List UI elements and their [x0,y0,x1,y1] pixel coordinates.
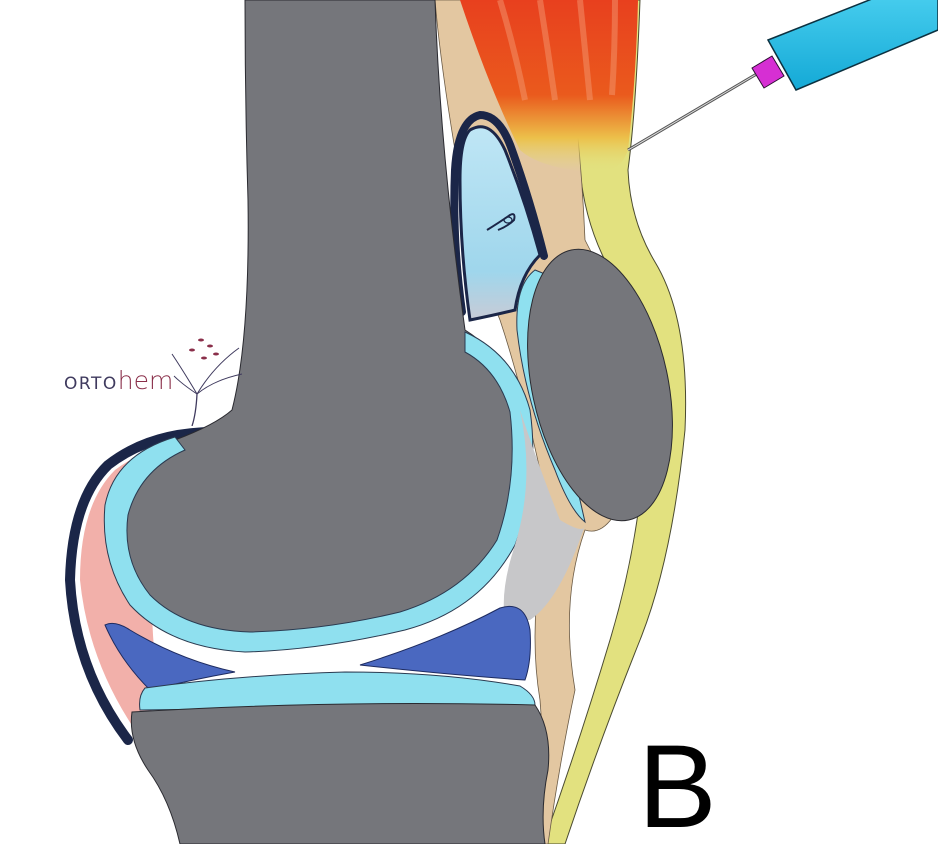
femoral-cartilage [103,331,534,653]
muscle-fibers [497,0,618,101]
logo-suffix: hem [117,366,174,395]
syringe-icon [627,0,938,152]
suprapatellar-pouch [458,125,542,322]
tibia-bone [130,703,550,844]
posterior-meniscus [104,622,236,691]
needle-tip-eye [503,216,513,224]
patellofemoral-space [503,410,585,620]
tibial-cartilage [139,671,536,711]
ortohem-logo: ORTOhem [64,336,254,426]
panel-label: B [638,721,717,853]
joint-capsule [64,427,220,745]
needle-hub [751,55,785,89]
ortohem-logo-icon [171,338,243,426]
patella-bone [527,248,673,522]
skin-subcutaneous-layer [454,0,687,844]
quadriceps-muscle [460,0,638,173]
logo-prefix: ORTO [64,374,118,394]
suprapatellar-capsule-outline [450,110,548,316]
syringe-barrel [766,0,938,91]
ortohem-logo-text: ORTOhem [64,366,173,395]
needle-tip-hook [486,213,516,231]
anterior-meniscus [359,605,531,681]
